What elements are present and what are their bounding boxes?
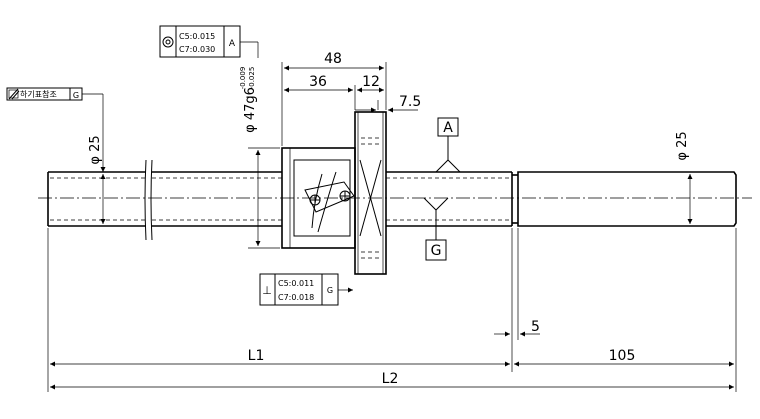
ball-nut	[281, 147, 356, 249]
perpendicularity-c5: C5:0.011	[278, 279, 314, 288]
dim-flange-side: 36	[309, 74, 327, 90]
perpendicularity-symbol: ⊥	[262, 284, 272, 297]
perpendicularity-datum: G	[327, 286, 333, 295]
dim-shoulder: 5	[531, 319, 540, 335]
concentricity-c5: C5:0.015	[179, 32, 215, 41]
dim-offset: 7.5	[399, 94, 421, 110]
dim-flange-dia: φ 47g6	[243, 87, 258, 133]
concentricity-datum: A	[229, 39, 236, 49]
perpendicularity-frame: ⊥ C5:0.011 C7:0.018 G	[259, 273, 353, 306]
datum-a-label: A	[443, 120, 453, 136]
dim-nut-length: 48	[324, 51, 342, 67]
concentricity-symbol	[162, 36, 174, 48]
dim-flange-dia-tol-upper: -0.009	[239, 67, 247, 90]
dim-end-length: 105	[609, 348, 636, 364]
flange	[354, 111, 387, 275]
dim-flange-thickness: 12	[362, 74, 380, 90]
concentricity-frame: C5:0.015 C7:0.030 A	[159, 25, 259, 58]
runout-note-frame: 하기표참조 G	[6, 87, 106, 172]
dim-thread-length: L1	[248, 348, 265, 364]
perpendicularity-c7: C7:0.018	[278, 293, 314, 302]
concentricity-c7: C7:0.030	[179, 45, 215, 54]
dim-flange-dia-tol-lower: -0.025	[248, 67, 256, 90]
datum-g-label: G	[431, 243, 442, 259]
dim-total-length: L2	[382, 371, 399, 387]
runout-note-datum: G	[73, 91, 79, 100]
runout-note-text: 하기표참조	[20, 89, 57, 99]
screw-shaft	[47, 159, 737, 241]
dim-shaft-dia-left: φ 25	[88, 135, 103, 164]
dim-shaft-dia-right: φ 25	[675, 131, 690, 160]
